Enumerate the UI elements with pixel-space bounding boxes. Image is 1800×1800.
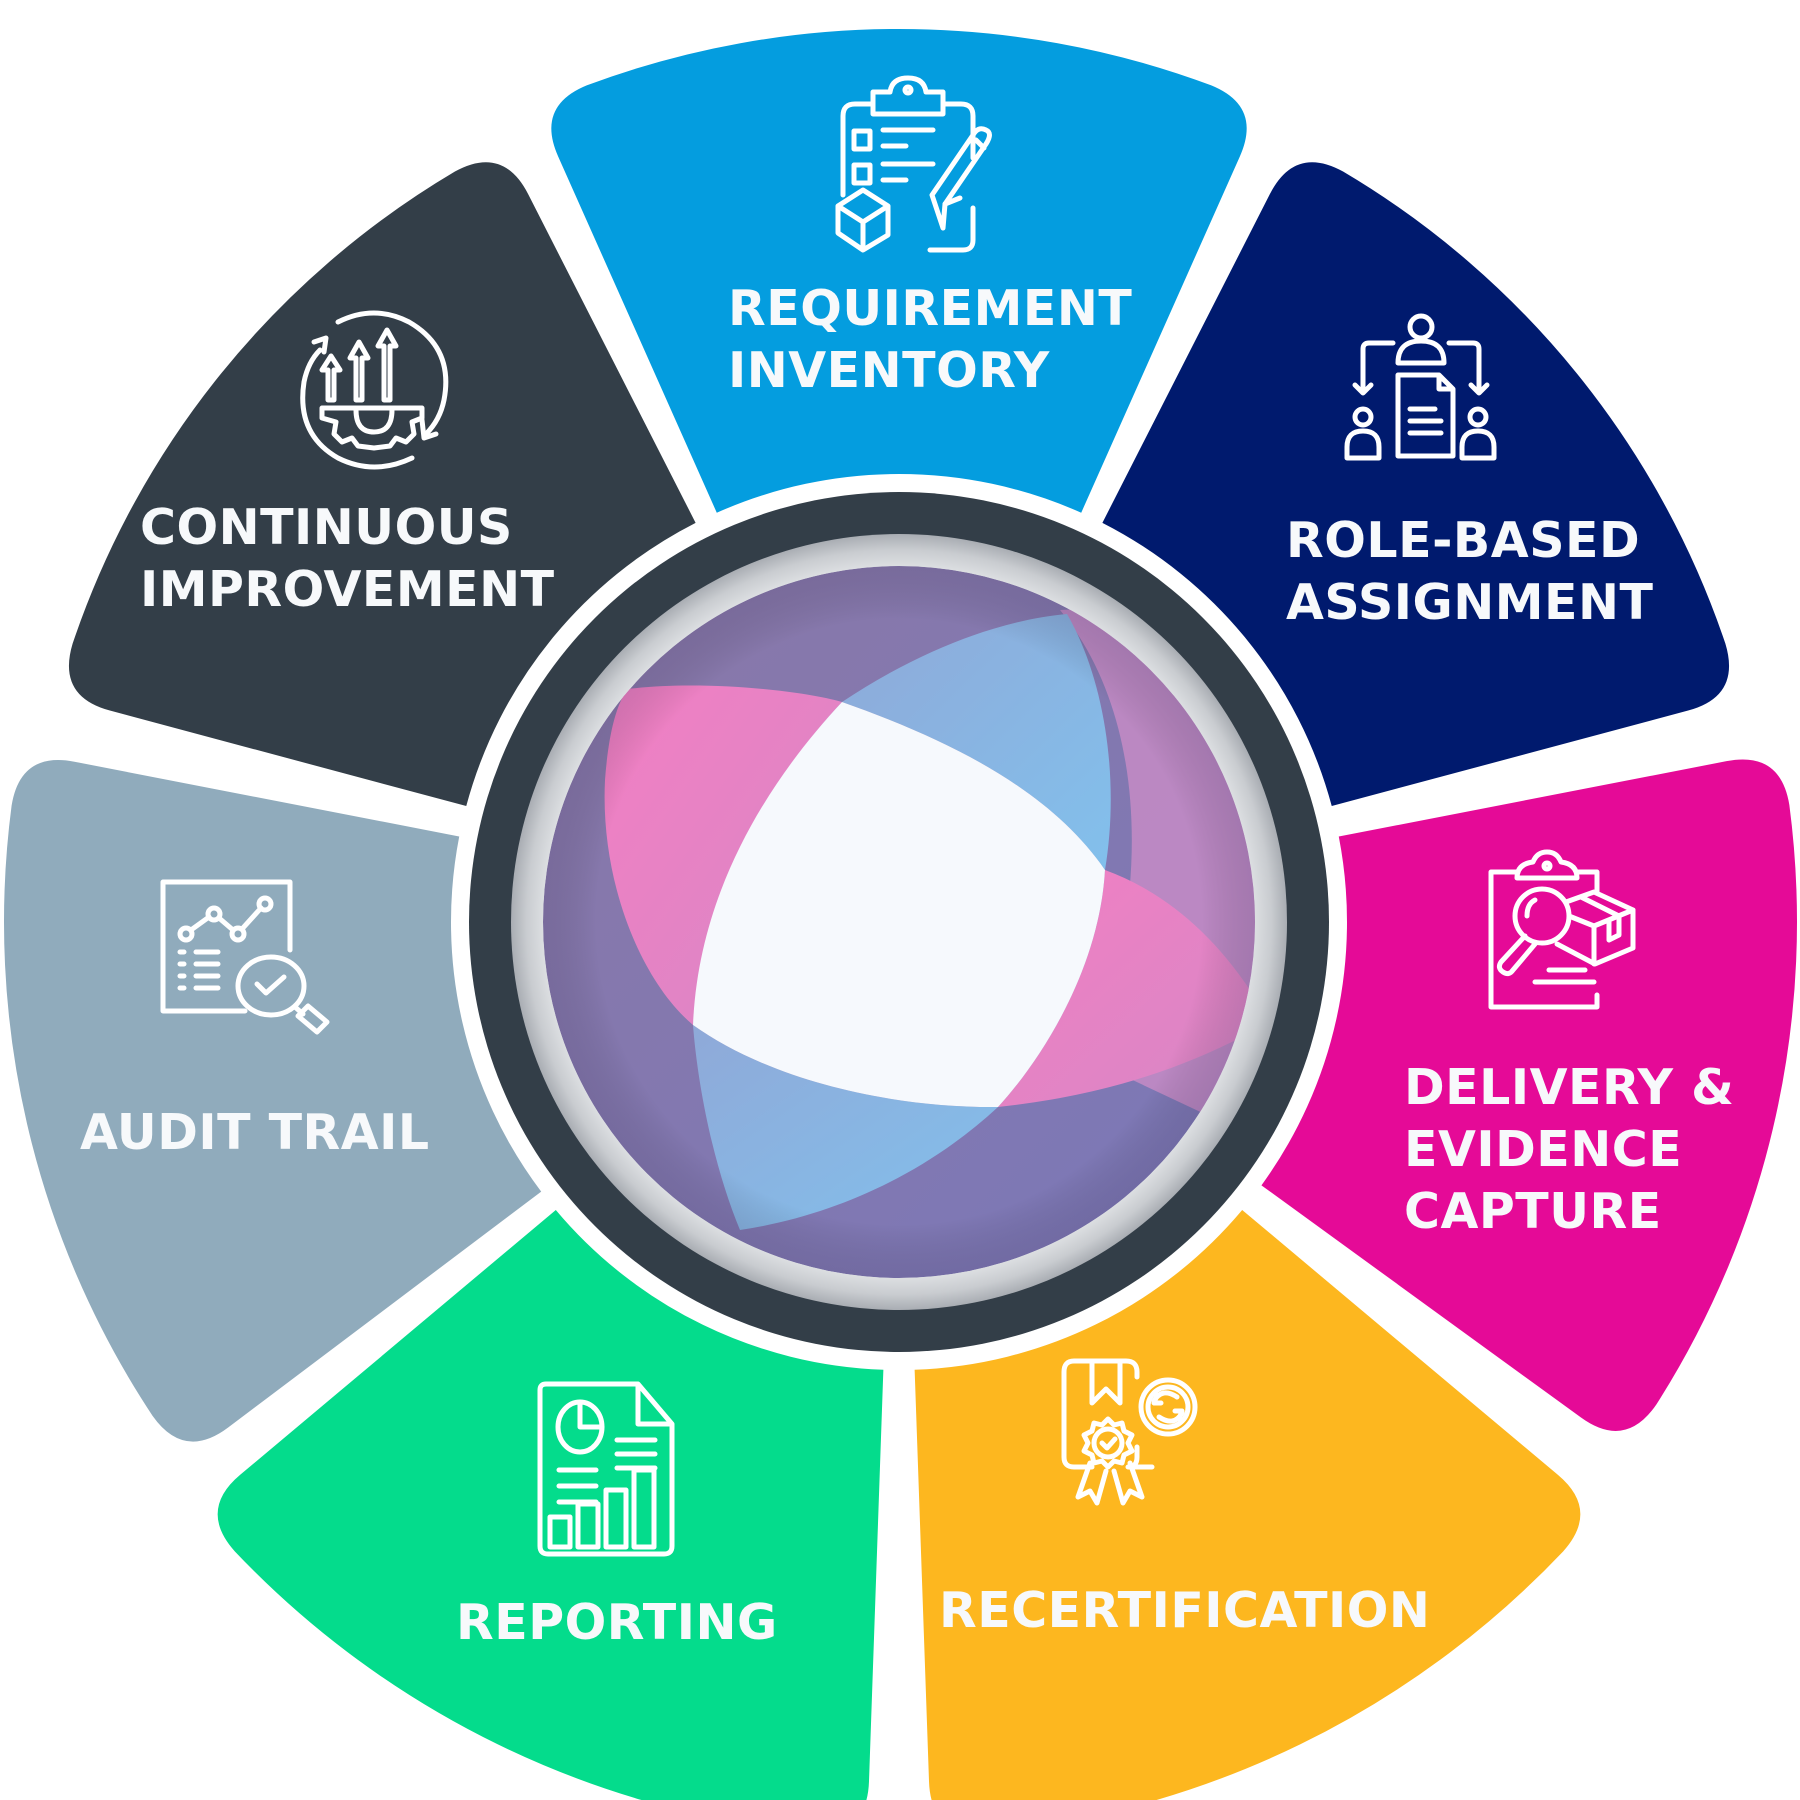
center-logo — [543, 566, 1255, 1278]
label-line: ROLE-BASED — [1286, 512, 1641, 569]
report-document-chart-icon — [537, 1381, 675, 1557]
clipboard-box-pencil-icon — [828, 75, 993, 258]
label-line: CAPTURE — [1404, 1183, 1662, 1240]
label-line: IMPROVEMENT — [140, 561, 555, 618]
people-assignment-icon — [1343, 313, 1503, 468]
segment-recertification — [914, 1209, 1581, 1800]
label-line: ASSIGNMENT — [1286, 574, 1654, 631]
label-line: EVIDENCE — [1404, 1121, 1683, 1178]
gear-arrows-cycle-icon — [294, 310, 454, 470]
segment-continuous-improvement — [68, 162, 696, 807]
label-line: AUDIT TRAIL — [80, 1104, 430, 1161]
segment-label-audit-trail: AUDIT TRAIL — [80, 1102, 430, 1164]
segment-label-continuous-improvement: CONTINUOUS IMPROVEMENT — [140, 497, 555, 621]
segment-label-delivery-evidence-capture: DELIVERY & EVIDENCE CAPTURE — [1404, 1057, 1734, 1243]
clipboard-inspect-package-icon — [1487, 849, 1637, 1010]
segment-label-recertification: RECERTIFICATION — [939, 1580, 1430, 1642]
segment-label-requirement-inventory: REQUIREMENT INVENTORY — [728, 278, 1132, 402]
center-hub — [469, 492, 1329, 1352]
segment-label-role-based-assignment: ROLE-BASED ASSIGNMENT — [1286, 510, 1653, 634]
label-line: INVENTORY — [728, 342, 1050, 399]
segment-role-based-assignment — [1102, 162, 1730, 807]
label-line: RECERTIFICATION — [939, 1582, 1431, 1639]
segment-reporting — [217, 1209, 884, 1800]
label-line: REPORTING — [456, 1594, 778, 1651]
label-line: CONTINUOUS — [140, 499, 513, 556]
label-line: REQUIREMENT — [728, 280, 1133, 337]
segment-label-reporting: REPORTING — [456, 1592, 778, 1654]
segment-audit-trail — [3, 760, 542, 1442]
certificate-renew-icon — [1061, 1357, 1198, 1507]
audit-magnifier-check-icon — [160, 879, 335, 1040]
label-line: DELIVERY & — [1404, 1059, 1735, 1116]
segment-requirement-inventory — [551, 29, 1247, 513]
segment-delivery-evidence-capture — [1261, 759, 1797, 1431]
